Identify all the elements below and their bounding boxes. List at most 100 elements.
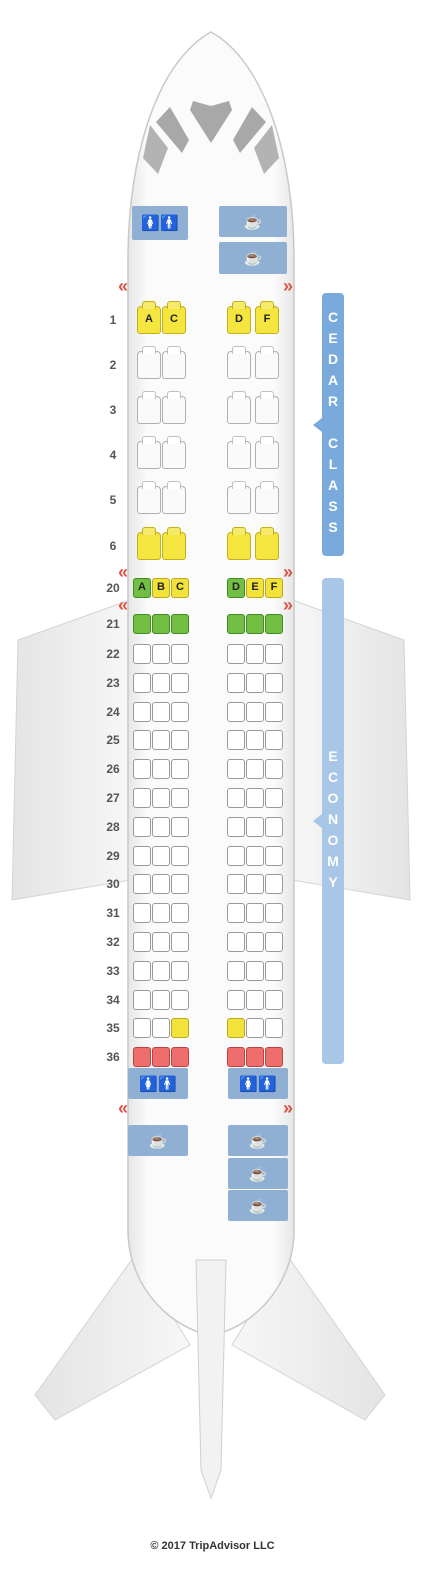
seat[interactable]: F xyxy=(255,301,279,334)
seat[interactable] xyxy=(227,1018,245,1039)
seat[interactable] xyxy=(137,391,161,424)
seat[interactable] xyxy=(162,391,186,424)
seat[interactable] xyxy=(152,614,170,634)
seat[interactable] xyxy=(133,989,151,1010)
seat[interactable] xyxy=(265,759,283,780)
seat[interactable] xyxy=(227,932,245,952)
seat[interactable] xyxy=(255,527,279,560)
seat[interactable] xyxy=(133,845,151,866)
seat[interactable] xyxy=(227,759,245,780)
seat[interactable] xyxy=(171,701,189,722)
seat[interactable]: B xyxy=(152,578,170,598)
seat[interactable]: D xyxy=(227,578,245,598)
seat[interactable] xyxy=(246,672,264,693)
seat[interactable] xyxy=(265,1047,283,1068)
seat[interactable] xyxy=(152,788,170,808)
seat[interactable]: C xyxy=(171,578,189,598)
seat[interactable]: F xyxy=(265,578,283,598)
seat[interactable] xyxy=(265,1018,283,1039)
seat[interactable] xyxy=(246,759,264,780)
seat[interactable] xyxy=(265,614,283,634)
seat[interactable] xyxy=(171,672,189,693)
seat[interactable] xyxy=(227,816,245,837)
seat[interactable] xyxy=(227,644,245,664)
seat[interactable] xyxy=(255,391,279,424)
seat[interactable] xyxy=(227,989,245,1010)
seat[interactable] xyxy=(133,960,151,981)
seat[interactable] xyxy=(265,960,283,981)
seat[interactable] xyxy=(171,989,189,1010)
seat[interactable] xyxy=(265,788,283,808)
seat[interactable] xyxy=(227,1047,245,1068)
seat[interactable]: C xyxy=(162,301,186,334)
seat[interactable] xyxy=(133,874,151,895)
seat[interactable] xyxy=(171,788,189,808)
seat[interactable] xyxy=(246,701,264,722)
seat[interactable] xyxy=(152,960,170,981)
seat[interactable] xyxy=(171,960,189,981)
seat[interactable] xyxy=(227,346,251,379)
seat[interactable] xyxy=(137,346,161,379)
seat[interactable] xyxy=(162,346,186,379)
seat[interactable] xyxy=(227,527,251,560)
seat[interactable] xyxy=(171,1047,189,1068)
seat[interactable] xyxy=(227,436,251,469)
seat[interactable]: A xyxy=(133,578,151,598)
seat[interactable] xyxy=(152,816,170,837)
seat[interactable] xyxy=(133,788,151,808)
seat[interactable] xyxy=(152,1047,170,1068)
seat[interactable] xyxy=(171,1018,189,1039)
seat[interactable] xyxy=(255,481,279,514)
seat[interactable] xyxy=(246,816,264,837)
seat[interactable] xyxy=(227,614,245,634)
seat[interactable] xyxy=(152,932,170,952)
seat[interactable] xyxy=(152,903,170,924)
seat[interactable] xyxy=(162,481,186,514)
seat[interactable] xyxy=(171,730,189,751)
seat[interactable] xyxy=(152,845,170,866)
seat[interactable] xyxy=(246,932,264,952)
seat[interactable]: D xyxy=(227,301,251,334)
seat[interactable]: A xyxy=(137,301,161,334)
seat[interactable] xyxy=(227,874,245,895)
seat[interactable] xyxy=(162,436,186,469)
seat[interactable] xyxy=(137,436,161,469)
seat[interactable] xyxy=(137,481,161,514)
seat[interactable] xyxy=(133,759,151,780)
seat[interactable] xyxy=(152,759,170,780)
seat[interactable] xyxy=(171,614,189,634)
seat[interactable] xyxy=(171,644,189,664)
seat[interactable] xyxy=(246,989,264,1010)
seat[interactable] xyxy=(246,960,264,981)
seat[interactable] xyxy=(227,903,245,924)
seat[interactable] xyxy=(133,816,151,837)
seat[interactable] xyxy=(227,788,245,808)
seat[interactable] xyxy=(133,730,151,751)
seat[interactable] xyxy=(255,346,279,379)
seat[interactable] xyxy=(227,701,245,722)
seat[interactable] xyxy=(246,845,264,866)
seat[interactable] xyxy=(227,960,245,981)
seat[interactable] xyxy=(162,527,186,560)
seat[interactable] xyxy=(152,1018,170,1039)
seat[interactable] xyxy=(227,730,245,751)
seat[interactable] xyxy=(246,730,264,751)
seat[interactable] xyxy=(255,436,279,469)
seat[interactable] xyxy=(227,391,251,424)
seat[interactable] xyxy=(171,845,189,866)
seat[interactable] xyxy=(152,989,170,1010)
seat[interactable] xyxy=(171,932,189,952)
seat[interactable] xyxy=(246,1047,264,1068)
seat[interactable] xyxy=(133,614,151,634)
seat[interactable] xyxy=(265,845,283,866)
seat[interactable] xyxy=(246,1018,264,1039)
seat[interactable] xyxy=(227,481,251,514)
seat[interactable] xyxy=(152,644,170,664)
seat[interactable] xyxy=(246,903,264,924)
seat[interactable] xyxy=(265,644,283,664)
seat[interactable] xyxy=(265,672,283,693)
seat[interactable] xyxy=(265,730,283,751)
seat[interactable] xyxy=(133,672,151,693)
seat[interactable] xyxy=(133,1018,151,1039)
seat[interactable] xyxy=(133,701,151,722)
